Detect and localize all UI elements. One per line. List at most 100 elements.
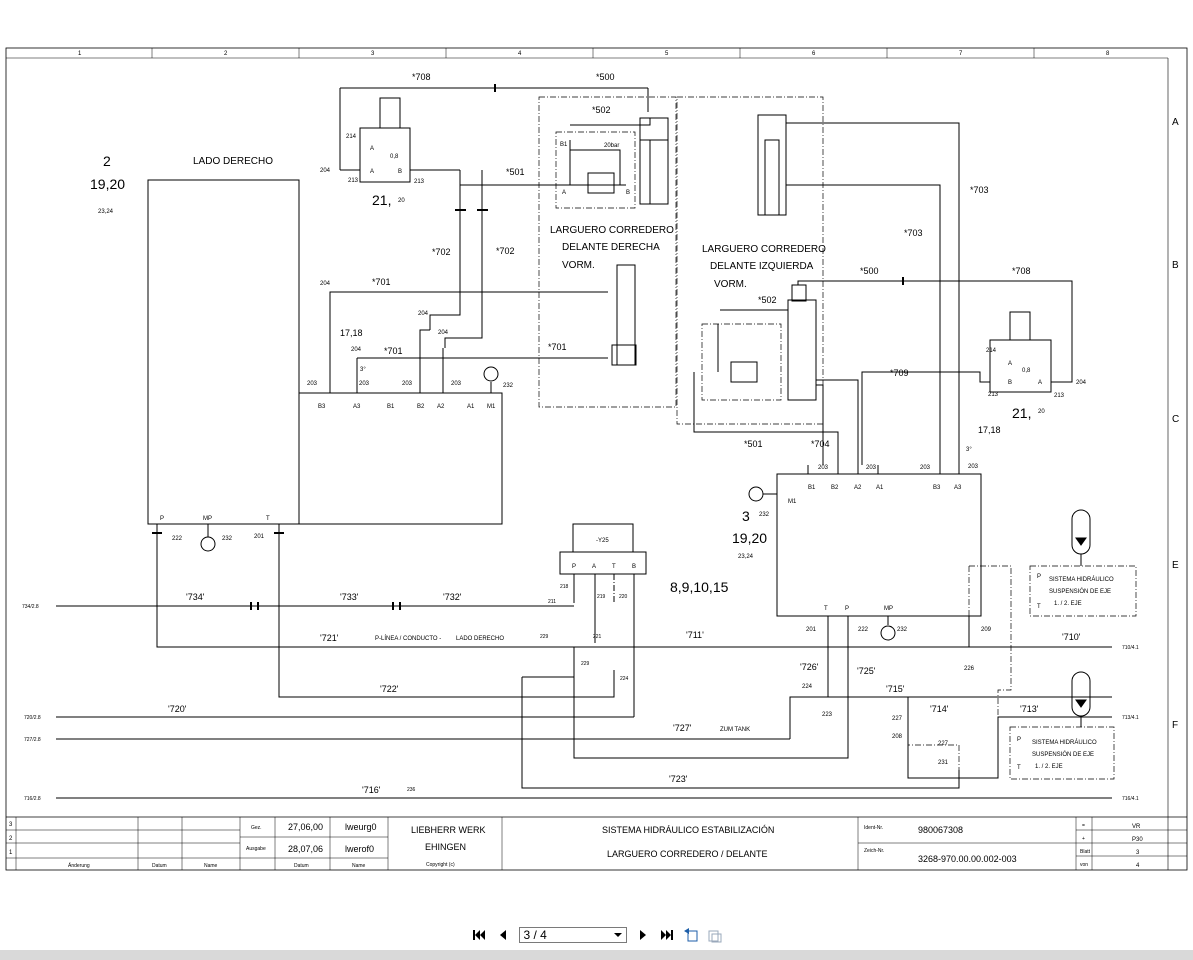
- copyright-label: Copyright (c): [426, 862, 455, 868]
- rev-number: 1: [9, 850, 13, 856]
- row-letter: A: [1172, 117, 1179, 128]
- line-label: *701: [548, 342, 567, 352]
- code-label: 223: [822, 712, 833, 718]
- code-label: 203: [818, 465, 829, 471]
- next-view-button[interactable]: [707, 927, 723, 943]
- valve-port: B1: [560, 142, 568, 148]
- edge-ref: 720/2.8: [24, 715, 41, 721]
- port-label: MP: [884, 606, 893, 612]
- right-value: VR: [1132, 824, 1141, 830]
- line-label: *501: [744, 439, 763, 449]
- code-label: 203: [866, 465, 877, 471]
- column-number: 6: [812, 51, 816, 57]
- code-label: 222: [172, 536, 183, 542]
- line-label: '710': [1062, 632, 1081, 642]
- drawing-title: SISTEMA HIDRÁULICO ESTABILIZACIÓN: [602, 825, 774, 835]
- row-letter: B: [1172, 260, 1179, 271]
- code-label: 232: [503, 383, 514, 389]
- ausgabe-date: 28,07,06: [288, 844, 323, 854]
- valve-port: B: [398, 169, 402, 175]
- rev-header: Änderung: [68, 862, 90, 869]
- code-label: 224: [802, 684, 813, 690]
- column-number: 4: [518, 51, 522, 57]
- first-page-button[interactable]: [471, 927, 487, 943]
- gez-name: lweurg0: [345, 822, 377, 832]
- suspension-label: SUSPENSIÓN DE EJE: [1049, 588, 1111, 595]
- code-label: 232: [222, 536, 233, 542]
- code-label: 214: [986, 348, 997, 354]
- gez-date: 27,06,00: [288, 822, 323, 832]
- cylinder-label: VORM.: [714, 279, 747, 290]
- valve-port: A: [1038, 380, 1042, 386]
- page-selector[interactable]: 3 / 4: [518, 927, 627, 943]
- ident-label: Ident-Nr.: [864, 825, 883, 831]
- valve-ref2: 20: [398, 198, 405, 204]
- port-label: A2: [437, 404, 445, 410]
- rev-header: Datum: [152, 863, 167, 869]
- port-label: A3: [954, 485, 962, 491]
- valve-port: B: [626, 190, 630, 196]
- code-label: 204: [320, 168, 331, 174]
- code-label: 203: [359, 381, 370, 387]
- suspension-label: 1. / 2. EJE: [1054, 601, 1082, 607]
- page-navigation-bar: 3 / 4: [0, 920, 1193, 950]
- last-page-button[interactable]: [659, 927, 675, 943]
- code-label: 227: [892, 716, 903, 722]
- previous-view-button[interactable]: [683, 927, 699, 943]
- document-viewer: 1 2 3 4 5 6 7 8 A B C E F 2 19,20 23,24 …: [5, 47, 1188, 871]
- code-label: 221: [593, 634, 602, 640]
- ausgabe-label: Ausgabe: [246, 846, 266, 852]
- code-label: 213: [1054, 393, 1065, 399]
- page-value: 3 / 4: [523, 928, 547, 942]
- cylinder-label: LARGUERO CORREDERO: [550, 225, 674, 236]
- right-block-ref: 19,20: [732, 530, 767, 546]
- first-page-icon: [472, 930, 485, 940]
- code-label: 236: [407, 787, 416, 793]
- previous-page-button[interactable]: [495, 927, 511, 943]
- code-label: 213: [414, 179, 425, 185]
- code-label: 232: [759, 512, 770, 518]
- code-label: 203: [307, 381, 318, 387]
- port-label: B1: [808, 485, 816, 491]
- port-label: P: [845, 606, 849, 612]
- valve-setting: 0,8: [390, 154, 399, 160]
- left-block-ref: 19,20: [90, 176, 125, 192]
- code-label: 204: [1076, 380, 1087, 386]
- previous-view-icon: [683, 928, 697, 942]
- column-number: 3: [371, 51, 375, 57]
- next-view-icon: [708, 930, 721, 943]
- line-label: '711': [686, 630, 704, 640]
- line-label: *703: [904, 228, 923, 238]
- valve-ref2: 20: [1038, 409, 1045, 415]
- port-label: M1: [487, 404, 496, 410]
- line-label: '720': [168, 704, 187, 714]
- cylinder-label: DELANTE DERECHA: [562, 242, 660, 253]
- line-label: *701: [372, 277, 391, 287]
- taskbar-strip: [0, 950, 1193, 960]
- next-page-icon: [639, 930, 646, 940]
- right-value: 3: [1136, 850, 1140, 856]
- code-label: 219: [597, 594, 606, 600]
- port-label: B3: [318, 404, 326, 410]
- right-label: =: [1082, 823, 1085, 829]
- column-number: 1: [78, 51, 82, 57]
- valve-port: B: [1008, 380, 1012, 386]
- code-label: 211: [548, 599, 556, 605]
- tank-label: ZUM TANK: [720, 727, 750, 733]
- line-label: *501: [506, 167, 525, 177]
- port-label: A3: [353, 404, 361, 410]
- valve-port: A: [370, 146, 374, 152]
- line-label: '723': [669, 774, 688, 784]
- code-label: 222: [858, 627, 869, 633]
- next-page-button[interactable]: [635, 927, 651, 943]
- last-page-icon: [660, 930, 673, 940]
- code-label: 232: [897, 627, 908, 633]
- line-label: '734': [186, 592, 205, 602]
- suspension-label: SUSPENSIÓN DE EJE: [1032, 751, 1094, 758]
- column-number: 5: [665, 51, 669, 57]
- row-letter: E: [1172, 560, 1179, 571]
- code-label: 224: [620, 676, 629, 682]
- zeich-label: Zeich-Nr.: [864, 848, 884, 854]
- schematic-sheet: 1 2 3 4 5 6 7 8 A B C E F 2 19,20 23,24 …: [5, 47, 1188, 871]
- port-label: B1: [387, 404, 395, 410]
